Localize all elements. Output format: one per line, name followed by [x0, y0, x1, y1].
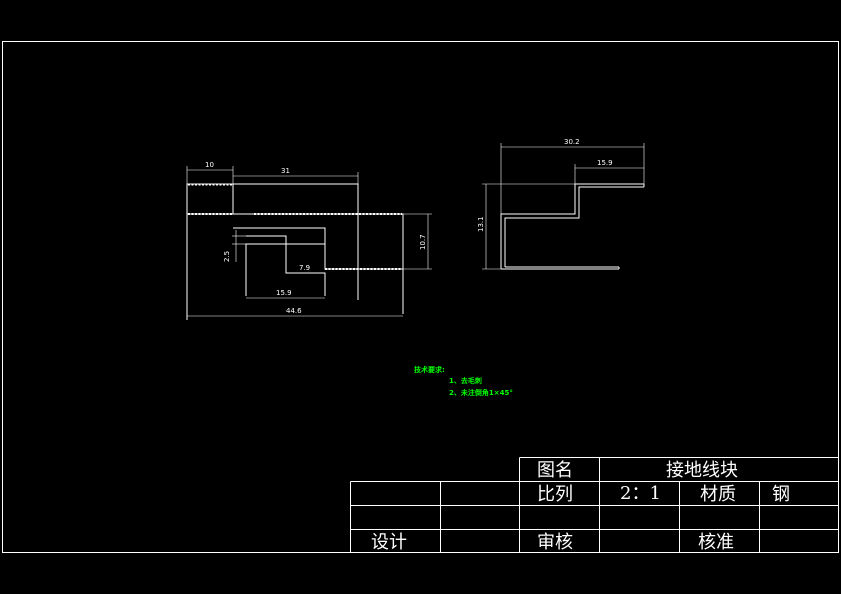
tb-review-label: 审核	[537, 532, 573, 553]
dim-15-9-side: 15.9	[597, 159, 613, 167]
tb-scale-value: 2：1	[620, 483, 661, 504]
dim-10-7: 10.7	[419, 234, 427, 250]
front-view: 10 31 7.9 15.9 44.6 2.5 10.7	[186, 161, 432, 320]
tb-name-value: 接地线块	[666, 460, 738, 481]
dim-30-2: 30.2	[564, 138, 580, 146]
notes-line-1: 1、去毛刺	[449, 376, 482, 385]
technical-notes: 技术要求: 1、去毛刺 2、未注倒角1×45°	[414, 365, 513, 397]
tb-name-label: 图名	[537, 460, 573, 481]
dim-7-9: 7.9	[299, 264, 310, 272]
dim-13-1: 13.1	[477, 216, 485, 232]
dim-31: 31	[281, 167, 290, 175]
title-block: 图名 接地线块 比列 2：1 材质 钢 设计 审核 核准	[350, 457, 839, 553]
tb-material-value: 钢	[772, 484, 790, 505]
tb-design-label: 设计	[371, 532, 407, 553]
tb-approve-label: 核准	[698, 532, 734, 553]
side-view: 30.2 15.9 13.1	[477, 138, 645, 270]
notes-line-2: 2、未注倒角1×45°	[449, 388, 513, 397]
dim-10: 10	[205, 161, 214, 169]
tb-scale-label: 比列	[537, 484, 573, 505]
dim-2-5: 2.5	[223, 251, 231, 262]
dim-44-6: 44.6	[286, 307, 302, 315]
drawing-frame	[2, 41, 839, 553]
tb-material-label: 材质	[700, 484, 736, 505]
notes-title: 技术要求:	[414, 365, 445, 374]
dim-15-9: 15.9	[276, 289, 292, 297]
